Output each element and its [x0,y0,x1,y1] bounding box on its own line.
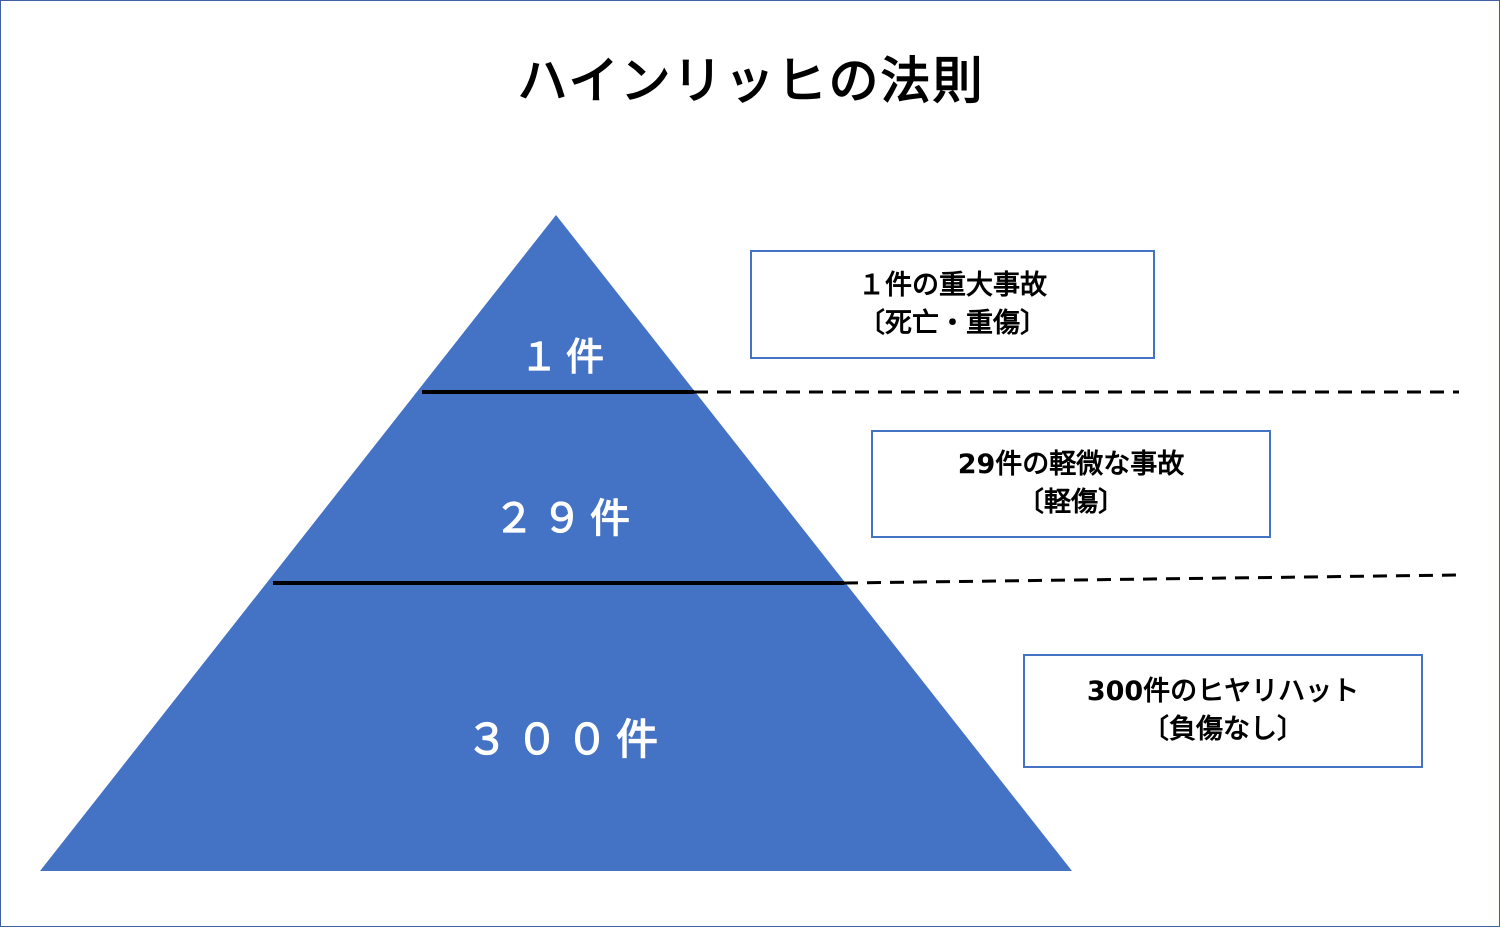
diagram-title: ハインリッヒの法則 [517,52,985,110]
pyramid-level-bottom-label: ３００件 [465,715,666,764]
callout-near-miss-line2: 〔負傷なし〕 [1142,714,1304,745]
callout-near-miss-line1: 300件のヒヤリハット [1086,676,1360,707]
callout-serious-accident-line1: １件の重大事故 [858,269,1047,301]
callout-serious-accident: １件の重大事故 〔死亡・重傷〕 [750,250,1155,359]
pyramid-level-top-label: １件 [519,335,612,379]
pyramid-level-middle-label: ２９件 [494,496,638,542]
callout-minor-accident-line2: 〔軽傷〕 [1017,487,1125,518]
callout-minor-accident: 29件の軽微な事故 〔軽傷〕 [871,430,1271,538]
callout-serious-accident-line2: 〔死亡・重傷〕 [858,307,1047,339]
callout-near-miss: 300件のヒヤリハット 〔負傷なし〕 [1023,654,1423,768]
dashed-guide-lower [843,573,1460,585]
callout-minor-accident-line1: 29件の軽微な事故 [957,449,1185,480]
pyramid-shape [40,215,1072,871]
